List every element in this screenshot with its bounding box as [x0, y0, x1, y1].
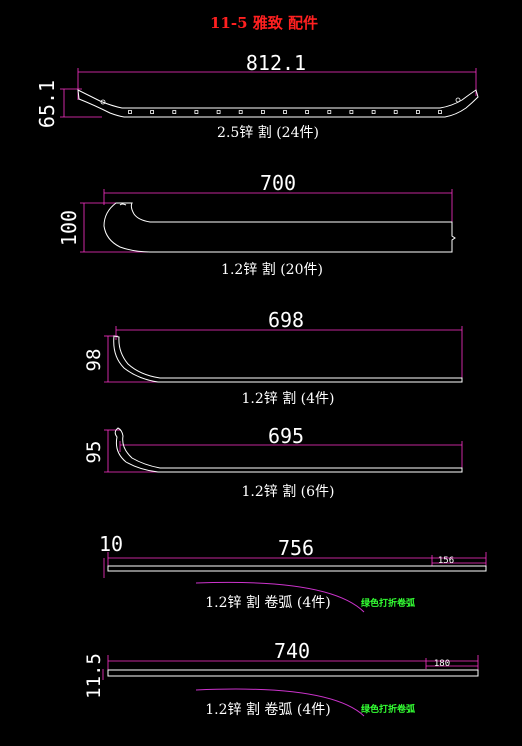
part-2-spec-note: 1.2锌 割 (20件) [221, 261, 323, 278]
part-3: 698 98 1.2锌 割 (4件) [83, 308, 463, 407]
part-3-outline [113, 335, 463, 383]
part-3-spec-note: 1.2锌 割 (4件) [242, 390, 335, 407]
part-1-hole [349, 110, 354, 114]
part-1-hole [172, 110, 177, 114]
part-4-outline [114, 427, 463, 473]
part-1-outline [77, 89, 479, 118]
part-4-height-label: 95 [83, 441, 105, 464]
part-5-green-note: 绿色打折卷弧 [361, 597, 415, 609]
part-6-length-label: 740 [274, 639, 310, 663]
part-1-hole [327, 110, 332, 114]
part-5-height-label: 10 [99, 532, 123, 556]
part-1-height-label: 65.1 [35, 80, 59, 128]
part-1-holes [100, 97, 461, 114]
part-2-height-label: 100 [57, 210, 81, 246]
part-1-hole [415, 110, 420, 114]
part-1-end-hole [455, 97, 461, 103]
part-6-spec-note: 1.2锌 割 卷弧 (4件) [205, 701, 330, 718]
part-1-hole [260, 110, 265, 114]
part-6-height-label: 11.5 [83, 653, 105, 699]
part-1-hole [238, 110, 243, 114]
part-5-spec-note: 1.2锌 割 卷弧 (4件) [205, 594, 330, 611]
part-1-hole [393, 110, 398, 114]
part-5-sub-length-label: 156 [438, 556, 454, 566]
part-6: 740 11.5 180 1.2锌 割 卷弧 (4件) 绿色打折卷弧 [83, 639, 479, 718]
part-3-height-label: 98 [83, 349, 105, 372]
drawing-title: 11-5 雅致 配件 [210, 14, 318, 32]
part-1-length-label: 812.1 [246, 51, 306, 75]
part-5-roll-arc [195, 581, 365, 613]
part-3-length-label: 698 [268, 308, 304, 332]
part-6-roll-arc [195, 688, 365, 717]
part-5-outline [107, 565, 487, 572]
part-4-length-label: 695 [268, 424, 304, 448]
part-2-length-label: 700 [260, 171, 296, 195]
part-2: 700 100 1.2锌 割 (20件) [57, 171, 456, 278]
part-1: 812.1 65.1 2.5锌 割 (24件) [35, 51, 479, 141]
part-1-hole [438, 110, 442, 114]
part-1-hole [194, 110, 199, 114]
part-1-hole [128, 110, 132, 114]
part-1-hole [150, 110, 155, 114]
part-4: 695 95 1.2锌 割 (6件) [83, 424, 463, 500]
part-6-sub-length-label: 180 [434, 659, 450, 669]
part-4-spec-note: 1.2锌 割 (6件) [242, 483, 335, 500]
part-1-end-hole [100, 99, 106, 105]
part-1-spec-note: 2.5锌 割 (24件) [217, 124, 319, 141]
part-5-length-label: 756 [278, 536, 314, 560]
part-1-hole [216, 110, 221, 114]
part-1-hole [283, 110, 287, 114]
part-1-hole [305, 110, 310, 114]
part-5: 756 10 156 1.2锌 割 卷弧 (4件) 绿色打折卷弧 [99, 532, 487, 613]
part-2-outline [103, 202, 456, 253]
part-6-green-note: 绿色打折卷弧 [361, 703, 415, 715]
part-6-outline [107, 669, 479, 677]
part-2-notch [119, 203, 127, 206]
part-1-hole [371, 110, 376, 114]
